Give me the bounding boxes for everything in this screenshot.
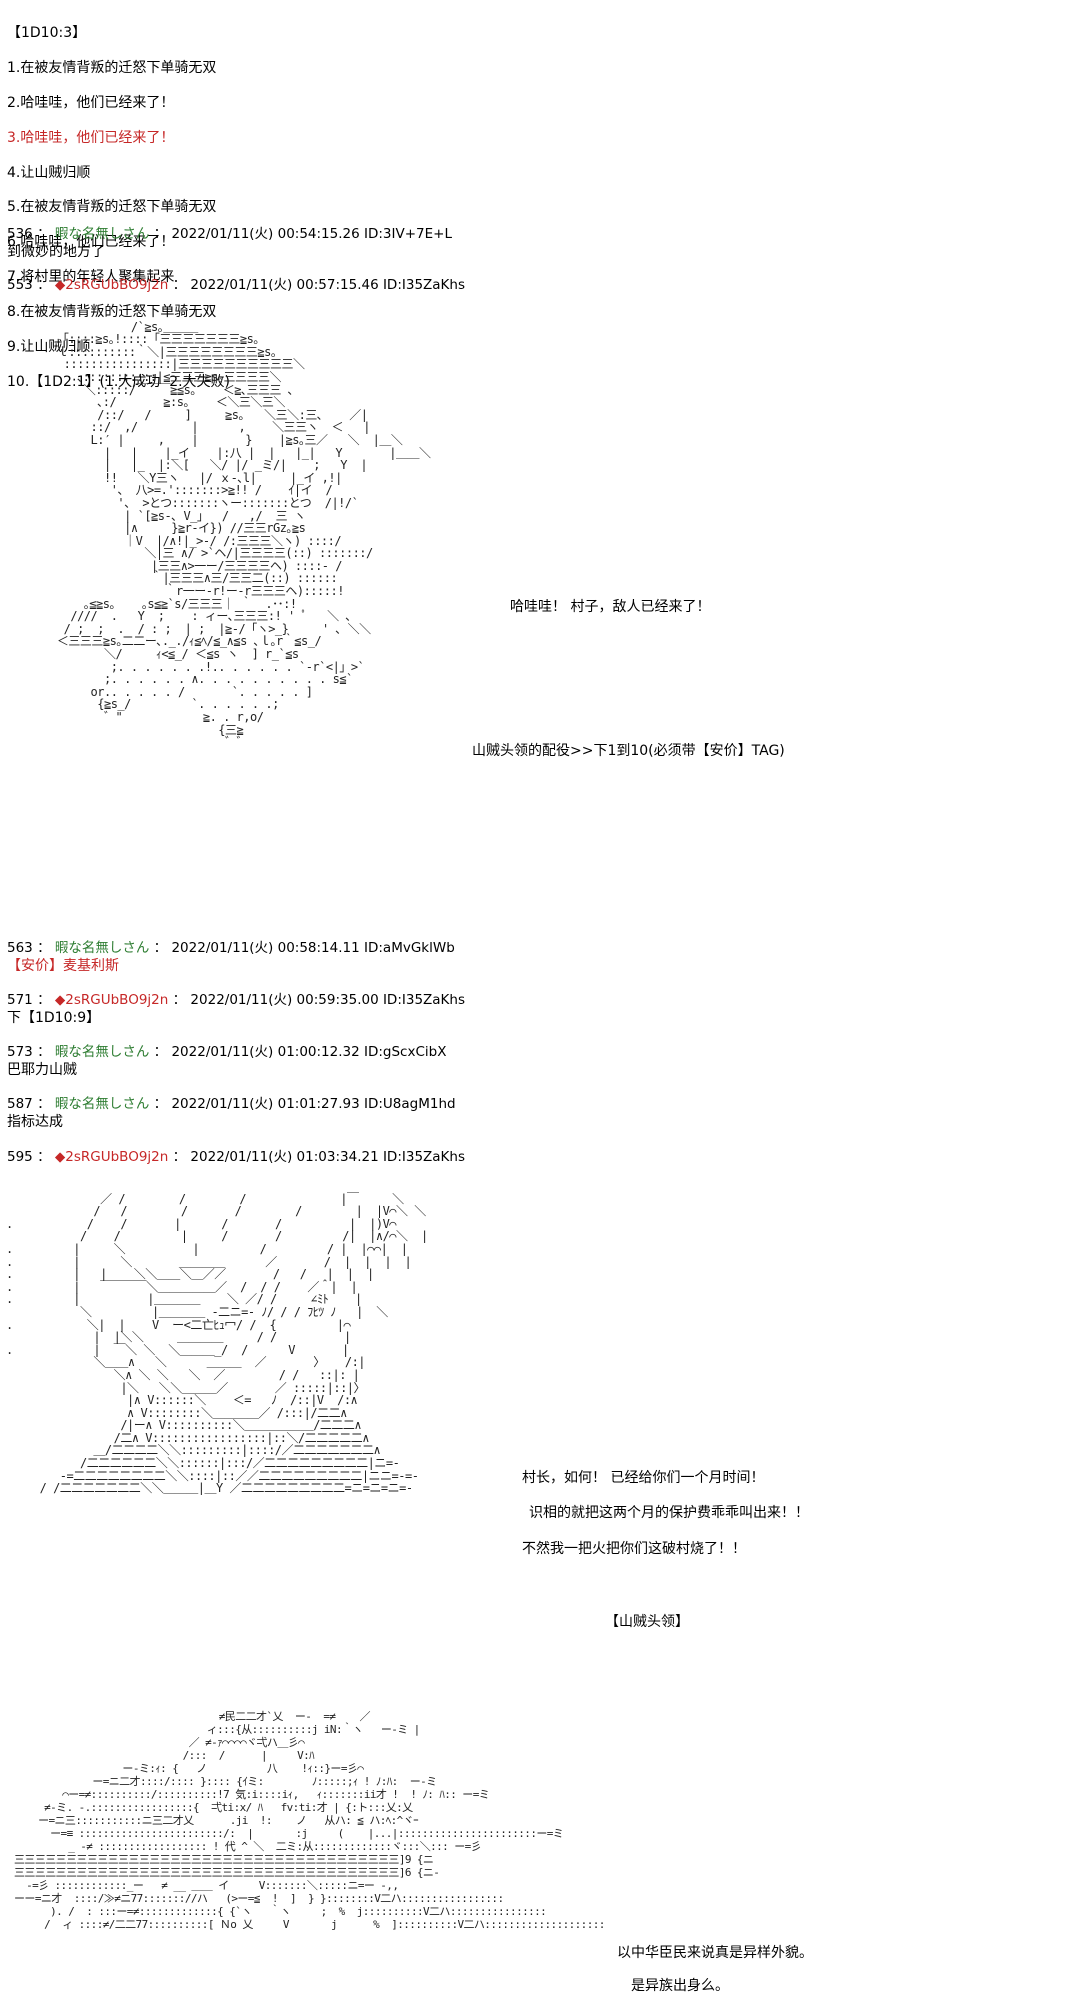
speech-line: 识相的就把这两个月的保护费乖乖叫出来！！: [529, 1505, 809, 1521]
choice-item-9: 9.让山贼归顺: [7, 338, 91, 355]
post-author: 暇な名無しさん: [54, 1096, 150, 1112]
speech-line: 村长，如何！ 已经给你们一个月时间！: [522, 1470, 765, 1486]
post-number[interactable]: 571: [7, 992, 33, 1008]
post-number[interactable]: 573: [7, 1044, 33, 1060]
trip-diamond-icon: ◆: [54, 992, 66, 1008]
speech-line: 哈哇哇！ 村子，敌人已经来了！: [510, 599, 711, 615]
choices-title: 【1D10:3】: [7, 25, 87, 42]
speech-line: 是异族出身么。: [631, 1978, 729, 1994]
post-header: 587 ： 暇な名無しさん ： 2022/01/11(火) 01:01:27.9…: [7, 1096, 456, 1112]
post-number[interactable]: 563: [7, 940, 33, 956]
post-number[interactable]: 587: [7, 1096, 33, 1112]
post-body: 巴耶力山贼: [7, 1062, 77, 1078]
post-author: 2sRGUbBO9j2n: [65, 992, 169, 1008]
post-date: 2022/01/11(火) 01:00:12.32 ID:gScxCibX: [171, 1044, 447, 1060]
post-body: 到微妙的地方了: [7, 244, 105, 260]
post-body: 指标达成: [7, 1114, 63, 1130]
post-number[interactable]: 553: [7, 277, 33, 293]
trip-diamond-icon: ◆: [54, 1149, 66, 1165]
choice-item-3: 3.哈哇哇，他们已经来了！: [7, 129, 175, 146]
ascii-art-girl: /`≧s｡＿＿＿ 「::::≧s｡!::::「三三三三三三三≧s｡ ｌ:::::…: [56, 319, 431, 750]
post-number[interactable]: 536: [7, 226, 33, 242]
post-body: 【安价】麦基利斯: [7, 958, 119, 974]
ascii-art-bandit: ／ / / / |￣ ＼ / / / / / | |V⌒＼ ＼ . / / | …: [6, 1191, 428, 1496]
post-date: 2022/01/11(火) 00:57:15.46 ID:I35ZaKhs: [190, 277, 465, 293]
post-date: 2022/01/11(火) 01:03:34.21 ID:I35ZaKhs: [190, 1149, 465, 1165]
post-date: 2022/01/11(火) 00:59:35.00 ID:I35ZaKhs: [190, 992, 465, 1008]
choice-item-1: 1.在被友情背叛的迁怒下单骑无双: [7, 60, 217, 77]
choice-item-2: 2.哈哇哇，他们已经来了！: [7, 95, 175, 112]
choice-item-4: 4.让山贼归顺: [7, 164, 91, 181]
post-author: 2sRGUbBO9j2n: [65, 1149, 169, 1165]
post-date: 2022/01/11(火) 01:01:27.93 ID:U8agM1hd: [171, 1096, 456, 1112]
post-header: 553 ： ◆2sRGUbBO9j2n ： 2022/01/11(火) 00:5…: [7, 277, 465, 293]
post-date: 2022/01/11(火) 00:58:14.11 ID:aMvGklWb: [171, 940, 455, 956]
post-author: 暇な名無しさん: [54, 226, 150, 242]
choice-item-6: 6.哈哇哇，他们已经来了！: [7, 234, 175, 251]
post-author: 暇な名無しさん: [54, 1044, 150, 1060]
choices-block: 【1D10:3】 1.在被友情背叛的迁怒下单骑无双 2.哈哇哇，他们已经来了！ …: [7, 8, 230, 408]
post-header: 595 ： ◆2sRGUbBO9j2n ： 2022/01/11(火) 01:0…: [7, 1149, 465, 1165]
post-number[interactable]: 595: [7, 1149, 33, 1165]
speech-line: 以中华臣民来说真是异样外貌。: [617, 1945, 813, 1961]
choice-item-8: 8.在被友情背叛的迁怒下单骑无双: [7, 303, 217, 320]
speech-line: 【山贼头领】: [605, 1614, 689, 1630]
post-header: 536 ： 暇な名無しさん ： 2022/01/11(火) 00:54:15.2…: [7, 226, 452, 242]
post-header: 571 ： ◆2sRGUbBO9j2n ： 2022/01/11(火) 00:5…: [7, 992, 465, 1008]
post-author: 暇な名無しさん: [54, 940, 150, 956]
speech-line: 不然我一把火把你们这破村烧了！！: [522, 1541, 746, 1557]
post-body: 下【1D10:9】: [7, 1010, 101, 1026]
post-header: 563 ： 暇な名無しさん ： 2022/01/11(火) 00:58:14.1…: [7, 940, 455, 956]
speech-line: 山贼头领的配役>>下1到10(必须带【安价】TAG): [472, 743, 785, 759]
post-author: 2sRGUbBO9j2n: [65, 277, 169, 293]
post-date: 2022/01/11(火) 00:54:15.26 ID:3IV+7E+L: [171, 226, 452, 242]
trip-diamond-icon: ◆: [54, 277, 66, 293]
choice-item-10: 10.【1D2:1】(1.大成功 2.大失败): [7, 373, 231, 390]
post-header: 573 ： 暇な名無しさん ： 2022/01/11(火) 01:00:12.3…: [7, 1044, 447, 1060]
ascii-art-crowd: ≠民二二才`乂 ー- =≠ ／ ィ:::{从::::::::::j iN:｀ヽ …: [14, 1710, 605, 1931]
choice-item-5: 5.在被友情背叛的迁怒下单骑无双: [7, 199, 217, 216]
choice-item-7: 7.将村里的年轻人聚集起来: [7, 269, 175, 286]
